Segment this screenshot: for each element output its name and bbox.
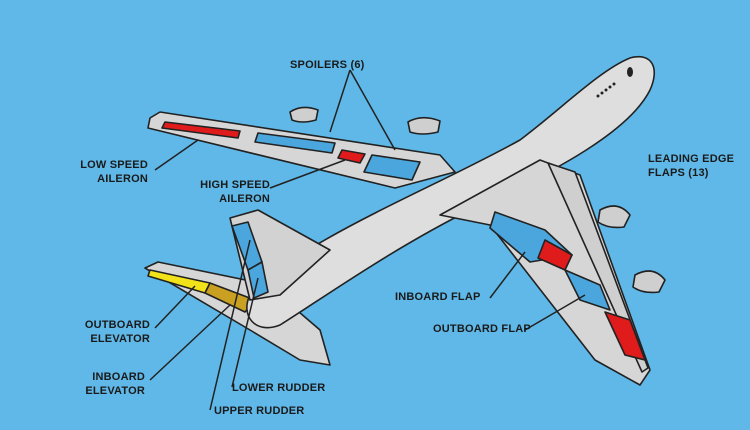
leading-edge-flaps-line2: FLAPS (13) [648,167,709,179]
low-speed-aileron-label: LOW SPEED AILERON [78,158,148,186]
engine-upper-outer [289,106,319,123]
high-speed-aileron-line1: HIGH SPEED [200,179,270,191]
lower-rudder-label: LOWER RUDDER [232,382,326,394]
inboard-elevator-upper [204,282,256,313]
high-speed-aileron-line2: AILERON [219,193,270,205]
spoiler-panels-upper [254,132,336,154]
inboard-flap-upper [363,154,421,181]
cockpit-windows [596,67,633,98]
spoilers-label: SPOILERS (6) [290,59,365,71]
leading-edge-flaps-label: LEADING EDGE FLAPS (13) [648,152,734,180]
engine-upper-inner [407,116,441,135]
low-speed-aileron-lower [604,311,646,361]
inboard-elevator-line2: ELEVATOR [85,385,145,397]
lower-wing [439,159,651,386]
high-speed-aileron-upper [337,149,366,164]
inboard-elevator-line1: INBOARD [92,371,145,383]
outboard-flap-lower [564,269,611,311]
outboard-flap-label: OUTBOARD FLAP [433,323,531,335]
low-speed-aileron-line1: LOW SPEED [80,159,148,171]
low-speed-aileron-line2: AILERON [97,173,148,185]
outboard-elevator-line2: ELEVATOR [90,333,150,345]
low-speed-aileron-upper [161,121,241,139]
upper-rudder-label: UPPER RUDDER [214,405,305,417]
outboard-elevator-label: OUTBOARD ELEVATOR [70,318,150,346]
inboard-flap-label: INBOARD FLAP [395,291,481,303]
engine-lower-outer [632,270,666,294]
engine-lower-inner [597,205,631,229]
fuselage [246,55,655,329]
leader-lines [149,69,586,411]
high-speed-aileron-label: HIGH SPEED AILERON [180,178,270,206]
outboard-elevator-line1: OUTBOARD [84,319,150,331]
leading-edge-flaps-line1: LEADING EDGE [648,153,735,165]
inboard-elevator-label: INBOARD ELEVATOR [70,370,145,398]
